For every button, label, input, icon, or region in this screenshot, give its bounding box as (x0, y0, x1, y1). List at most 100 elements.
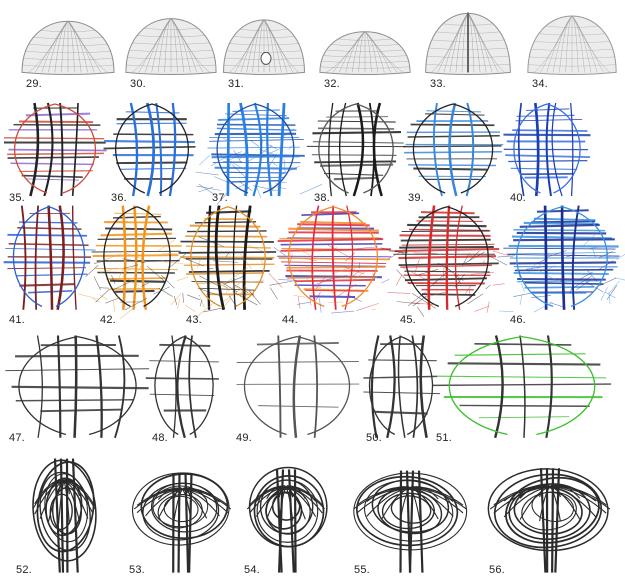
sketch-drawing (4, 103, 107, 196)
figure-number-label: 43. (186, 314, 202, 326)
figure-number-label: 51. (436, 432, 452, 444)
frame-drawing (130, 470, 231, 573)
sketch-drawing (269, 206, 392, 313)
sketch-drawing (433, 336, 612, 438)
figure-illustration (350, 455, 470, 575)
figure-illustration (432, 330, 612, 440)
figure-illustration (5, 98, 105, 198)
figure-50 (362, 330, 440, 440)
figure-44 (278, 200, 388, 312)
figure-number-label: 33. (430, 78, 446, 90)
sketch-drawing (4, 206, 96, 310)
shell-drawing (528, 16, 616, 75)
figure-illustration (12, 455, 116, 575)
figure-48 (148, 330, 220, 440)
figure-41 (5, 200, 93, 312)
figure-illustration (220, 8, 308, 78)
figure-number-label: 54. (244, 564, 260, 576)
sketch-drawing (237, 336, 360, 438)
figure-number-label: 46. (510, 314, 526, 326)
sketch-drawing (498, 206, 625, 313)
frame-drawing (29, 457, 101, 572)
figure-number-label: 29. (26, 78, 42, 90)
figure-35 (5, 98, 105, 198)
sketch-drawing (146, 336, 219, 438)
figure-number-label: 50. (366, 432, 382, 444)
figure-illustration (125, 455, 240, 575)
shell-drawing (426, 13, 511, 75)
frame-drawing (487, 467, 610, 573)
figure-illustration (182, 200, 274, 312)
frame-drawing (354, 471, 467, 573)
sketch-drawing (104, 103, 196, 196)
figure-39 (404, 98, 502, 198)
sketch-drawing (403, 103, 503, 196)
figure-number-label: 30. (130, 78, 146, 90)
figure-illustration (278, 200, 388, 312)
figure-illustration (5, 200, 93, 312)
figure-illustration (148, 330, 220, 440)
figure-55 (350, 455, 470, 575)
figure-34 (524, 8, 620, 78)
sketch-drawing (381, 206, 514, 317)
figure-54 (240, 455, 332, 575)
figure-31 (220, 8, 308, 78)
sketch-drawing (5, 336, 149, 438)
shell-drawing (22, 21, 114, 74)
figure-number-label: 48. (152, 432, 168, 444)
figure-number-label: 42. (100, 314, 116, 326)
figure-number-label: 55. (354, 564, 370, 576)
figure-illustration (362, 330, 440, 440)
sketch-drawing (177, 206, 292, 316)
figure-32 (316, 8, 414, 78)
figure-illustration (404, 98, 502, 198)
figure-number-label: 53. (129, 564, 145, 576)
figure-42 (96, 200, 178, 312)
figure-illustration (240, 455, 332, 575)
figure-33 (422, 8, 514, 78)
figure-40 (506, 98, 588, 198)
figure-37 (208, 98, 303, 198)
shell-drawing (126, 18, 216, 74)
figure-46 (506, 200, 618, 312)
sketch-drawing (78, 206, 186, 319)
figure-47 (5, 330, 150, 440)
figure-49 (232, 330, 362, 440)
figure-51 (432, 330, 612, 440)
figure-29 (18, 8, 118, 78)
figure-illustration (122, 8, 220, 78)
figure-number-label: 49. (236, 432, 252, 444)
figure-number-label: 52. (16, 564, 32, 576)
figure-illustration (18, 8, 118, 78)
sketch-drawing (363, 336, 440, 438)
figure-38 (310, 98, 402, 198)
frame-drawing (247, 466, 328, 572)
figure-illustration (396, 200, 498, 312)
figure-52 (12, 455, 116, 575)
figure-illustration (316, 8, 414, 78)
figure-number-label: 44. (282, 314, 298, 326)
figure-illustration (506, 200, 618, 312)
figure-illustration (208, 98, 303, 198)
figure-number-label: 45. (400, 314, 416, 326)
figure-illustration (422, 8, 514, 78)
figure-number-label: 41. (9, 314, 25, 326)
figure-illustration (5, 330, 150, 440)
figure-43 (182, 200, 274, 312)
figure-56 (485, 455, 615, 575)
figure-illustration (524, 8, 620, 78)
figure-number-label: 47. (9, 432, 25, 444)
figure-30 (122, 8, 220, 78)
figure-illustration (485, 455, 615, 575)
figure-number-label: 56. (489, 564, 505, 576)
figure-45 (396, 200, 498, 312)
figure-53 (125, 455, 240, 575)
figure-illustration (232, 330, 362, 440)
figure-number-label: 34. (532, 78, 548, 90)
sketch-drawing (307, 103, 406, 196)
sketch-drawing (196, 103, 323, 204)
figure-illustration (107, 98, 197, 198)
figure-illustration (96, 200, 178, 312)
figure-number-label: 31. (228, 78, 244, 90)
